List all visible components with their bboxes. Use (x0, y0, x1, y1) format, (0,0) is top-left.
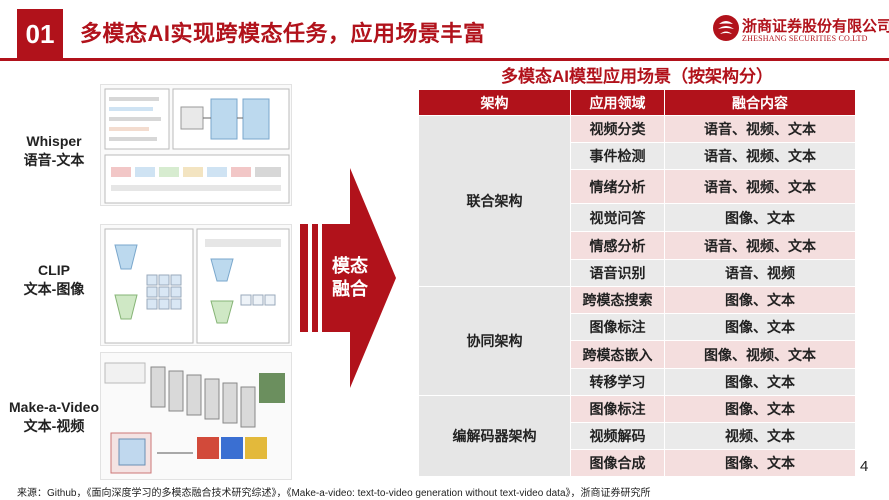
application-field-cell: 图像合成 (570, 449, 665, 477)
fusion-content-cell: 图像、文本 (664, 203, 856, 232)
fusion-label-line1: 模态 (332, 256, 368, 276)
table-row: 跨模态嵌入图像、视频、文本 (419, 340, 856, 369)
column-header: 应用领域 (570, 89, 665, 116)
application-field-cell: 情感分析 (570, 231, 665, 260)
table-row: 编解码器架构图像标注图像、文本 (418, 395, 856, 477)
model-desc: 文本-视频 (23, 418, 85, 434)
table-row: 联合架构视频分类语音、视频、文本 (418, 115, 856, 287)
application-field-cell: 视频解码 (570, 422, 665, 450)
model-name: Whisper (26, 133, 82, 149)
page-title: 多模态AI实现跨模态任务，应用场景丰富 (80, 21, 486, 46)
fusion-arrow-icon (300, 168, 396, 388)
fusion-content-cell: 图像、视频、文本 (664, 340, 856, 369)
application-field-cell: 视觉问答 (570, 203, 665, 232)
make-a-video-architecture-figure (100, 352, 292, 480)
model-name: Make-a-Video (9, 399, 99, 415)
fusion-content-cell: 语音、视频、文本 (664, 231, 856, 260)
page-number: 4 (860, 458, 869, 475)
table-row: 图像合成图像、文本 (419, 449, 856, 477)
table-row: 情感分析语音、视频、文本 (419, 231, 856, 260)
application-field-cell: 语音识别 (570, 259, 665, 287)
application-field-cell: 事件检测 (570, 142, 665, 170)
company-logo: 浙商证券股份有限公司 ZHESHANG SECURITIES CO.LTD (712, 14, 889, 50)
column-header: 架构 (418, 89, 571, 116)
model-desc: 语音-文本 (23, 152, 85, 168)
fusion-content-cell: 图像、文本 (664, 368, 856, 396)
table-row: 语音识别语音、视频 (419, 259, 856, 287)
application-field-cell: 转移学习 (570, 368, 665, 396)
fusion-content-cell: 语音、视频、文本 (664, 142, 856, 170)
column-header: 融合内容 (664, 89, 856, 116)
model-name: CLIP (38, 262, 70, 278)
table-title: 多模态AI模型应用场景（按架构分） (501, 67, 773, 86)
table-row: 视觉问答图像、文本 (419, 203, 856, 232)
fusion-content-cell: 图像、文本 (664, 313, 856, 341)
application-field-cell: 图像标注 (570, 313, 665, 341)
table-row: 协同架构跨模态搜索图像、文本 (418, 286, 856, 396)
header-rule (0, 58, 889, 61)
whisper-architecture-figure (100, 84, 292, 206)
application-field-cell: 跨模态搜索 (570, 286, 665, 314)
application-table: 架构 应用领域 融合内容 联合架构视频分类语音、视频、文本事件检测语音、视频、文… (418, 89, 856, 477)
table-body: 联合架构视频分类语音、视频、文本事件检测语音、视频、文本情绪分析语音、视频、文本… (418, 115, 856, 477)
fusion-arrow-label: 模态 融合 (322, 255, 378, 301)
architecture-cell: 联合架构 (418, 115, 571, 287)
model-label-make-a-video: Make-a-Video 文本-视频 (0, 398, 108, 436)
model-desc: 文本-图像 (23, 281, 85, 297)
application-field-cell: 跨模态嵌入 (570, 340, 665, 369)
fusion-content-cell: 图像、文本 (664, 286, 856, 314)
fusion-content-cell: 图像、文本 (664, 449, 856, 477)
application-field-cell: 图像标注 (570, 395, 665, 423)
architecture-cell: 编解码器架构 (418, 395, 571, 477)
application-field-cell: 情绪分析 (570, 169, 665, 204)
model-label-clip: CLIP 文本-图像 (0, 261, 108, 299)
application-field-cell: 视频分类 (570, 115, 665, 143)
architecture-cell: 协同架构 (418, 286, 571, 396)
fusion-content-cell: 视频、文本 (664, 422, 856, 450)
table-row: 情绪分析语音、视频、文本 (419, 169, 856, 204)
fusion-content-cell: 语音、视频、文本 (664, 115, 856, 143)
table-row: 视频解码视频、文本 (419, 422, 856, 450)
fusion-content-cell: 语音、视频、文本 (664, 169, 856, 204)
table-row: 转移学习图像、文本 (419, 368, 856, 396)
table-header-row: 架构 应用领域 融合内容 (418, 89, 856, 116)
table-row: 事件检测语音、视频、文本 (419, 142, 856, 170)
section-number: 01 (17, 9, 63, 59)
source-note: 来源：Github，《面向深度学习的多模态融合技术研究综述》，《Make-a-v… (17, 488, 651, 499)
fusion-content-cell: 语音、视频 (664, 259, 856, 287)
model-label-whisper: Whisper 语音-文本 (0, 132, 108, 170)
logo-company-cn: 浙商证券股份有限公司 (742, 18, 889, 35)
fusion-content-cell: 图像、文本 (664, 395, 856, 423)
logo-company-en: ZHESHANG SECURITIES CO.LTD (742, 34, 868, 43)
zheshang-logo-icon (713, 15, 739, 41)
clip-architecture-figure (100, 224, 292, 346)
fusion-label-line2: 融合 (332, 279, 368, 299)
